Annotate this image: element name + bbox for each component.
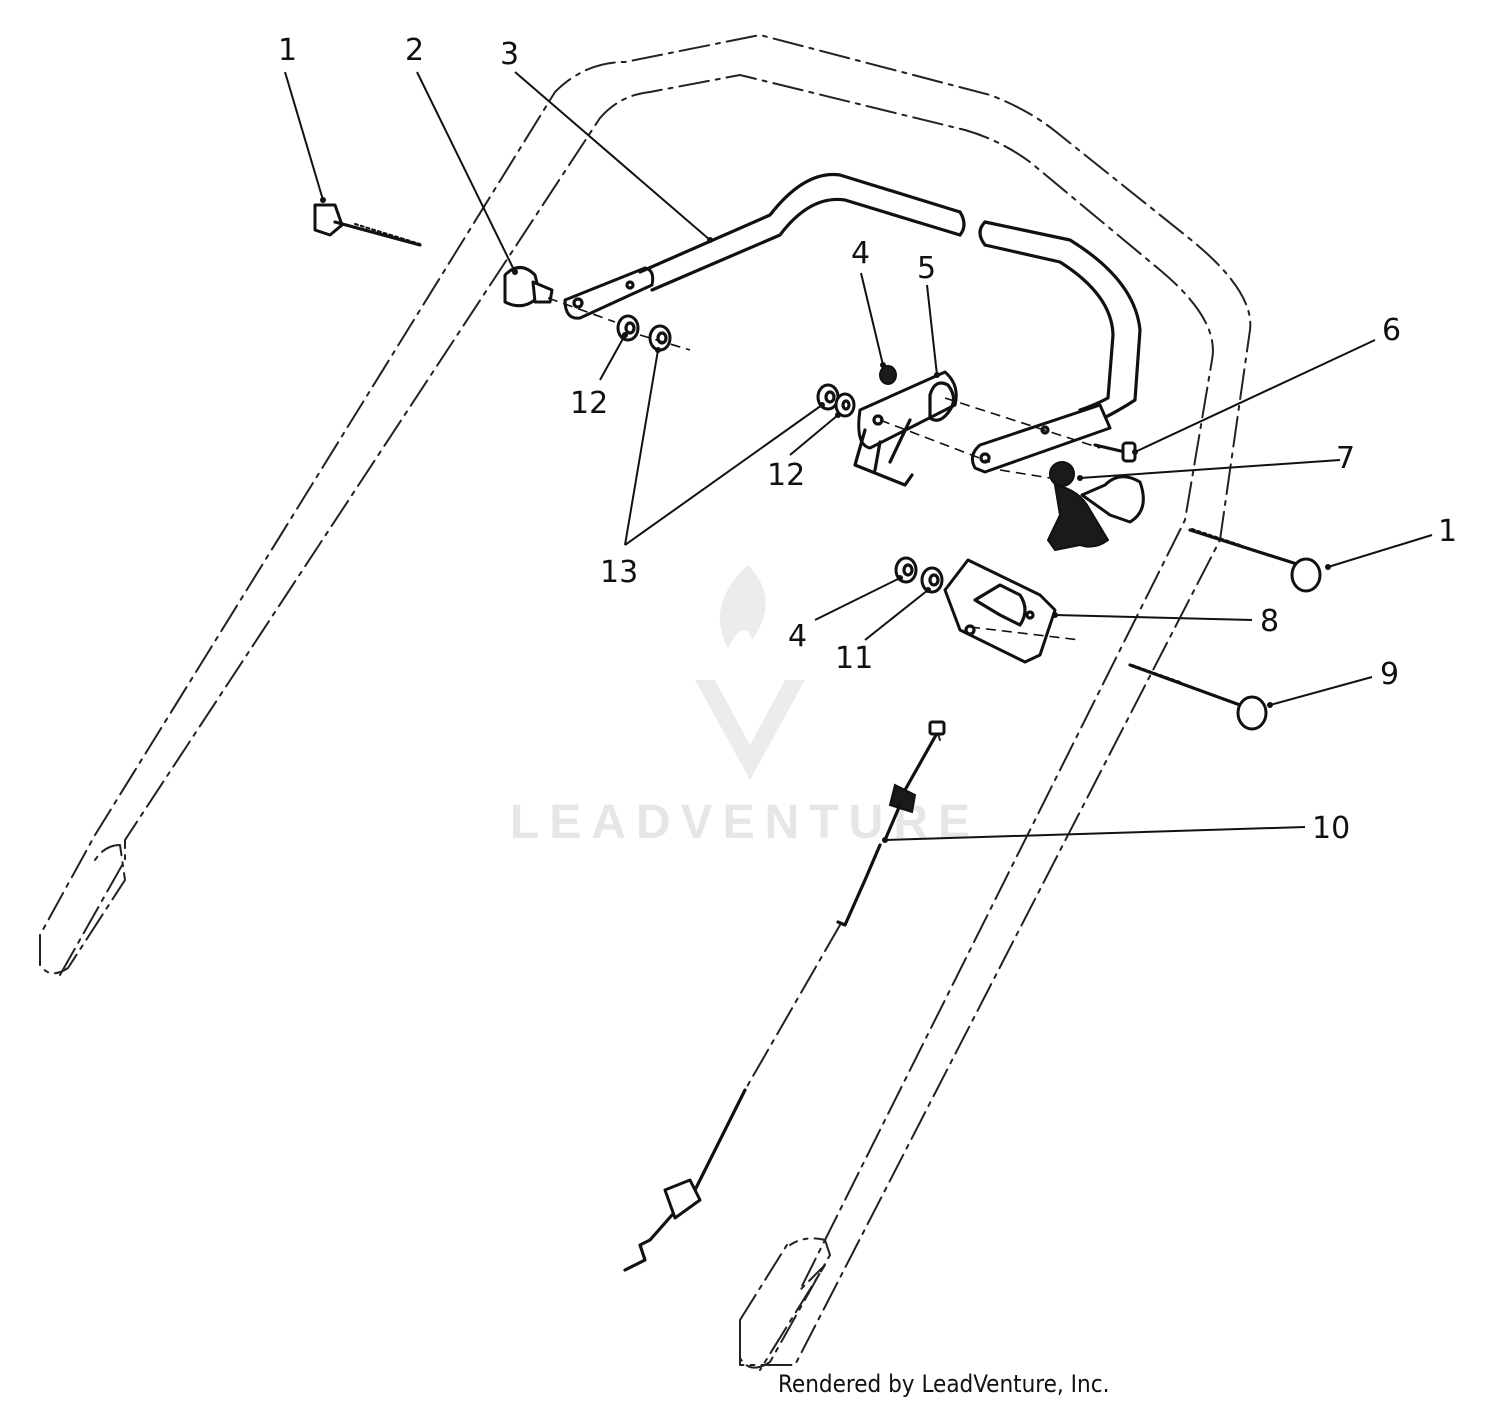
washer-lower [920,566,944,594]
callout-3: 3 [500,37,519,72]
control-bracket [853,370,958,487]
long-bolt-right-upper [1188,528,1322,593]
callout-12-left: 12 [570,386,608,421]
leader-dots [320,197,1331,843]
callout-labels: 1 2 3 4 5 6 7 1 12 12 13 4 11 8 9 10 [278,33,1457,846]
callout-12-right: 12 [767,458,805,493]
handle-frame [39,34,1252,1371]
cable-end-fitting [928,720,946,736]
leader-lines [284,71,1433,841]
callout-6: 6 [1382,313,1401,348]
flame-logo-icon [695,565,805,780]
operator-bail [563,172,1142,474]
handle-right-foot [739,1237,831,1369]
long-bolt-right-lower [1128,663,1268,731]
washer-upper-left [616,314,640,342]
callout-10: 10 [1312,811,1350,846]
screw-6 [1093,441,1137,463]
cable-nut [888,783,917,814]
callout-4-upper: 4 [851,236,870,271]
nut-upper [879,365,897,385]
handle-left-foot [39,844,126,975]
handle-inner-outline [59,74,1214,1371]
adjustment-knob [1046,461,1145,552]
washer-upper-right [834,392,856,418]
callout-8: 8 [1260,604,1279,639]
callout-4-lower: 4 [788,619,807,654]
callout-1-top: 1 [278,33,297,68]
callout-5: 5 [917,251,936,286]
callout-13: 13 [600,555,638,590]
throttle-cable [623,720,946,1272]
spacer-bushing [503,266,554,308]
handle-outer-outline [39,34,1252,1366]
locknut-upper-left [648,324,672,352]
callout-1-right: 1 [1438,514,1457,549]
callout-7: 7 [1336,441,1355,476]
cable-bracket [943,558,1057,664]
callout-11: 11 [835,641,873,676]
render-credit: Rendered by LeadVenture, Inc. [778,1370,1109,1398]
cable-clip [663,1178,702,1220]
bolt-top-left [313,203,422,247]
callout-2: 2 [405,33,424,68]
callout-9: 9 [1380,657,1399,692]
